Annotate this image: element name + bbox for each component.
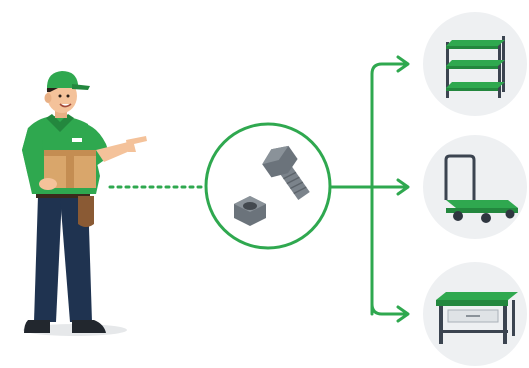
cardboard-box xyxy=(44,150,96,188)
branch-connector xyxy=(328,55,410,323)
destination-cart xyxy=(423,135,527,239)
worker-eye-2 xyxy=(58,94,62,98)
worker-pointing-hand xyxy=(126,136,147,152)
platform-cart-icon xyxy=(444,154,518,223)
worker-eye xyxy=(66,94,70,98)
worker-pointing-arm xyxy=(96,142,132,162)
shelving-unit-icon xyxy=(446,36,505,98)
worker-left-leg xyxy=(34,196,62,322)
nut-icon xyxy=(234,196,266,226)
worker-left-shoe xyxy=(24,320,50,333)
worker-right-shoe xyxy=(72,320,106,333)
workbench-icon xyxy=(436,292,518,344)
worker-left-hand xyxy=(39,178,57,190)
worker-cap xyxy=(47,71,78,88)
hardware-circle xyxy=(204,122,332,250)
arrow-head-bottom xyxy=(396,305,410,323)
cap-brim xyxy=(72,84,90,90)
shirt-badge xyxy=(72,138,82,142)
worker-left-sleeve xyxy=(22,128,44,176)
worker-right-leg xyxy=(60,196,92,322)
destination-shelving xyxy=(423,12,527,116)
worker-collar xyxy=(46,114,74,132)
arrow-head-top xyxy=(396,55,410,73)
arrow-head-middle xyxy=(396,178,410,196)
worker-ear xyxy=(44,93,52,103)
tool-pouch-icon xyxy=(78,196,94,227)
worker-figure xyxy=(22,71,147,336)
destination-workbench xyxy=(423,262,527,366)
bolt-icon xyxy=(262,145,310,201)
worker-smile xyxy=(59,103,72,108)
